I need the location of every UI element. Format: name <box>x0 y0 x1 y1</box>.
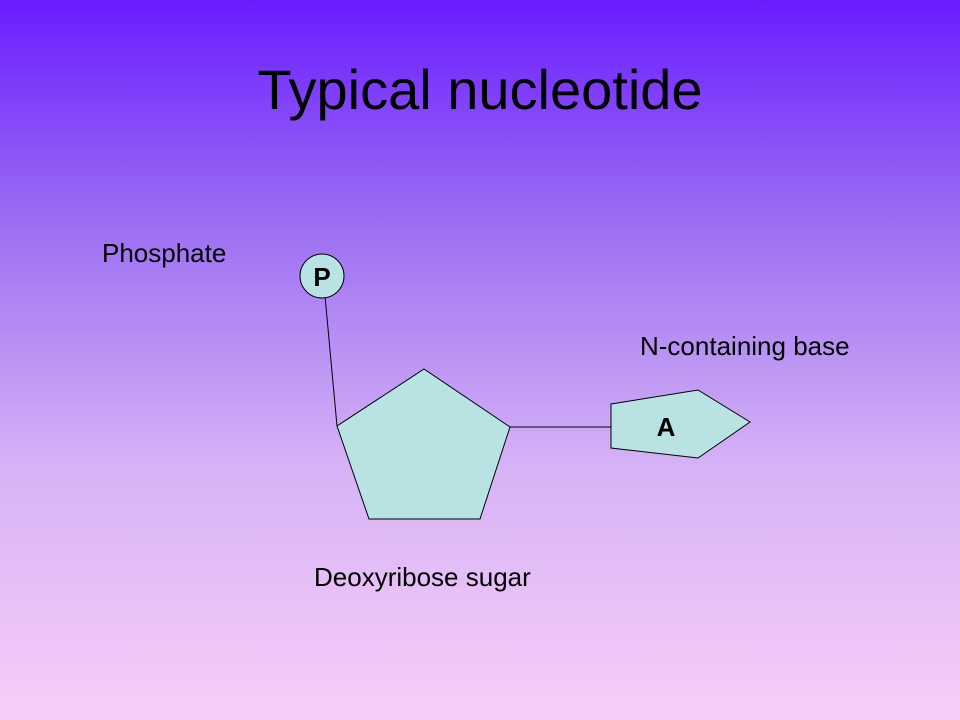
slide-title: Typical nucleotide <box>257 58 703 121</box>
phosphate-sugar-bond <box>324 295 338 427</box>
base-symbol: A <box>657 412 676 442</box>
sugar-pentagon <box>336 368 511 520</box>
phosphate-symbol: P <box>313 262 330 292</box>
base-shape <box>610 389 751 459</box>
phosphate-circle <box>299 253 345 299</box>
sugar-label: Deoxyribose sugar <box>314 562 531 592</box>
phosphate-label: Phosphate <box>102 238 227 268</box>
base-label: N-containing base <box>640 331 850 361</box>
